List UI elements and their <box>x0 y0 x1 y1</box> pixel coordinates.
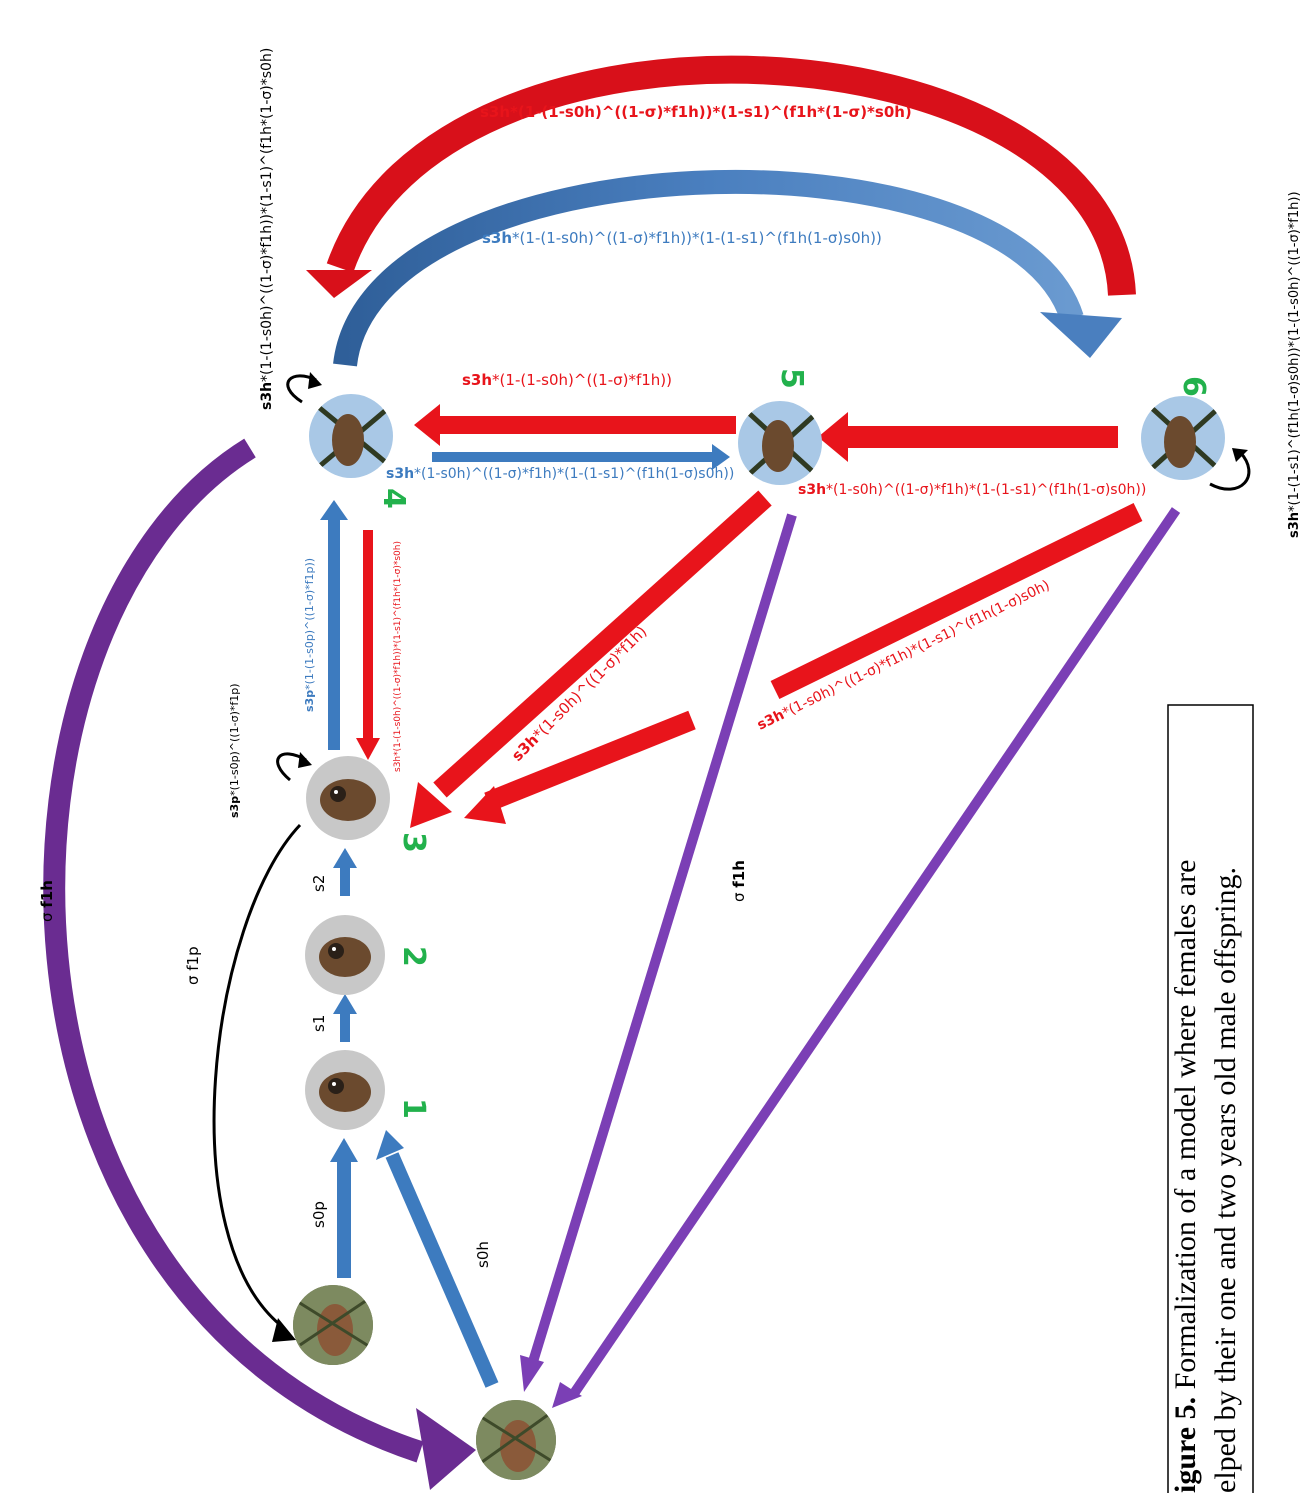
label-edge-6-to-4: s3h*(1-(1-s0h)^((1-σ)*f1h))*(1-s1)^(f1h*… <box>480 103 912 121</box>
edge-4-to-3 <box>356 530 380 760</box>
svg-text:igure 5. Formalization of a mo: igure 5. Formalization of a model where … <box>1169 860 1202 1493</box>
node-1 <box>305 1050 385 1130</box>
node-label-3: 3 <box>396 832 431 853</box>
node-label-1: 1 <box>396 1098 431 1119</box>
label-f1h-left: σ f1h <box>38 880 56 922</box>
edge-5-to-nest-purple <box>520 513 797 1392</box>
edge-s0h <box>376 1130 499 1388</box>
edge-6-to-4-arc <box>306 55 1136 298</box>
label-edge-4-to-3: s3h*(1-(1-s0h)^((1-σ)*f1h))*(1-s1)^(f1h*… <box>393 541 403 772</box>
label-edge-5-to-4: s3h*(1-(1-s0h)^((1-σ)*f1h)) <box>462 371 672 389</box>
figure-caption: igure 5. Formalization of a model where … <box>1167 704 1254 1493</box>
edge-6-to-3 <box>464 503 1143 824</box>
edge-s2 <box>333 848 357 896</box>
label-loop-4: s3h*(1-(1-s0h)^((1-σ)*f1h))*(1-s1)^(f1h*… <box>259 48 275 410</box>
node-4 <box>309 394 393 478</box>
label-s1: s1 <box>310 1015 328 1032</box>
node-nest-hatchling <box>476 1400 556 1480</box>
node-3 <box>306 756 390 840</box>
edge-s1 <box>333 994 357 1042</box>
node-label-2: 2 <box>396 946 431 967</box>
node-label-5: 5 <box>774 368 809 389</box>
label-s0p: s0p <box>310 1201 328 1228</box>
label-loop-6: s3h*(1-(1-s1)^(f1h(1-σ)s0h))*(1-(1-s0h)^… <box>1287 191 1302 538</box>
edge-6-to-nest-purple <box>552 507 1181 1408</box>
edge-5-to-4 <box>414 404 736 446</box>
label-s0h: s0h <box>474 1241 492 1268</box>
edge-4-to-5 <box>432 444 730 470</box>
node-label-6: 6 <box>1176 376 1211 397</box>
edge-4-to-6-arc <box>333 169 1122 367</box>
label-edge-4-to-5: s3h*(1-s0h)^((1-σ)*f1h)*(1-(1-s1)^(f1h(1… <box>386 466 734 482</box>
label-edge-6-to-3: s3h*(1-s0h)^((1-σ)*f1h)*(1-s1)^(f1h(1-σ)… <box>755 577 1053 733</box>
edge-s0p <box>330 1138 358 1278</box>
node-5 <box>738 401 822 485</box>
label-loop-3: s3p*(1-s0p)^((1-σ)*f1p) <box>228 683 241 818</box>
label-edge-4-to-6: s3h*(1-(1-s0h)^((1-σ)*f1h))*(1-(1-s1)^(f… <box>482 229 882 247</box>
node-label-4: 4 <box>376 488 411 509</box>
node-6 <box>1141 396 1225 480</box>
label-f1h-mid: σ f1h <box>730 860 748 902</box>
node-nest-parent <box>293 1285 373 1365</box>
edge-4-to-nest-purple <box>43 438 476 1490</box>
label-s2: s2 <box>310 875 328 892</box>
edge-6-to-5 <box>818 412 1118 462</box>
caption-line1: Formalization of a model where females a… <box>1169 860 1202 1397</box>
loop-6 <box>1209 448 1251 491</box>
edge-3-to-4 <box>320 500 348 750</box>
label-f1p: σ f1p <box>184 946 202 985</box>
edge-3-to-nestp-black <box>212 823 302 1342</box>
loop-4 <box>286 372 322 404</box>
edge-5-to-3 <box>410 490 772 828</box>
label-edge-3-to-4: s3p*(1-(1-s0p)^((1-σ)*f1p)) <box>303 558 316 712</box>
loop-3 <box>276 752 312 782</box>
node-2 <box>305 915 385 995</box>
caption-line2: elped by their one and two years old mal… <box>1209 867 1242 1493</box>
caption-bold: igure 5. <box>1169 1397 1202 1493</box>
label-edge-6-to-5: s3h*(1-s0h)^((1-σ)*f1h)*(1-(1-s1)^(f1h(1… <box>798 482 1146 498</box>
